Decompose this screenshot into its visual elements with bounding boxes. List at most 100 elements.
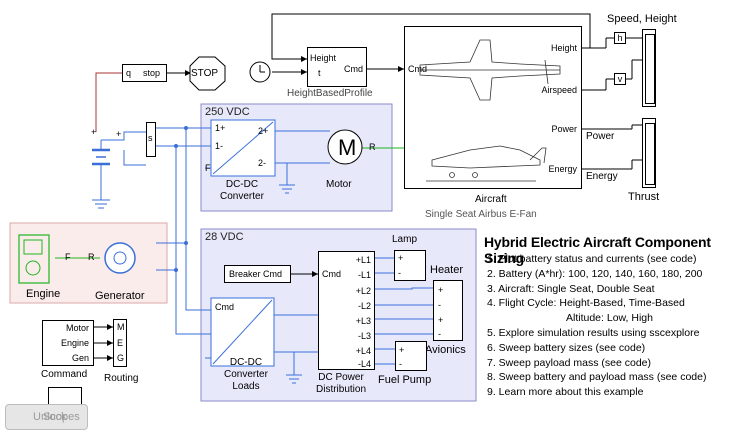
switch-block[interactable]: s — [146, 122, 156, 157]
dist-port-l4m: -L4 — [357, 359, 371, 369]
heater-name: Heater — [430, 264, 464, 276]
breaker-cmd-block[interactable]: Breaker Cmd — [224, 265, 291, 283]
goto-tag-v[interactable]: v — [614, 73, 626, 85]
description-list: 1. Plot battery status and currents (see… — [487, 252, 706, 400]
command-name: Command — [41, 369, 88, 380]
tag-h-label: h — [617, 33, 623, 43]
height-based-profile-block[interactable]: Height t Cmd — [307, 47, 367, 87]
dcdc250-port-1m: 1- — [215, 141, 224, 151]
panel-28-title: 28 VDC — [205, 231, 244, 243]
dist-port-l1p: +L1 — [355, 255, 371, 265]
engine-icon[interactable] — [18, 234, 50, 284]
heater-avionics-block[interactable]: + - + - — [433, 280, 463, 341]
port-height: Height — [310, 53, 337, 63]
goto-tag-h[interactable]: h — [614, 32, 626, 44]
arrow — [301, 56, 307, 62]
fuel-pump-block[interactable]: + - — [395, 341, 427, 371]
panel-250-title: 250 VDC — [205, 106, 250, 118]
aircraft-subtitle: Single Seat Airbus E-Fan — [425, 209, 537, 220]
aircraft-out-airspeed: Airspeed — [541, 85, 577, 95]
aircraft-out-height: Height — [550, 43, 577, 53]
command-block[interactable]: Motor Engine Gen — [42, 320, 94, 366]
thrust-scope[interactable] — [642, 118, 656, 188]
aircraft-block[interactable]: Cmd Height Airspeed Power Energy — [404, 26, 582, 189]
arrow — [398, 66, 404, 72]
desc-item-6[interactable]: 6. Sweep battery sizes (see code) — [487, 341, 646, 354]
port-t: t — [318, 68, 321, 78]
stop-compare-block[interactable]: q stop — [122, 64, 167, 82]
dist-port-l2m: -L2 — [357, 301, 371, 311]
scopes-label: Scopes — [43, 411, 80, 423]
height-feedback-wire — [271, 13, 591, 60]
dcdc250-port-f: F — [205, 163, 211, 173]
dist-port-l3p: +L3 — [355, 316, 371, 326]
fuel-pump-name: Fuel Pump — [378, 374, 432, 386]
battery-plus-port: + — [116, 129, 122, 139]
aircraft-out-energy: Energy — [548, 164, 577, 174]
desc-item-4b[interactable]: Altitude: Low, High — [566, 312, 653, 325]
aircraft-out-power: Power — [551, 124, 577, 134]
motor-icon[interactable] — [327, 129, 363, 165]
dist-port-l2p: +L2 — [355, 286, 371, 296]
speed-height-scope[interactable] — [642, 29, 656, 107]
arrow — [185, 70, 191, 76]
desc-item-8[interactable]: 8. Sweep battery and payload mass (see c… — [487, 371, 707, 384]
command-engine: Engine — [60, 338, 89, 348]
description-title: Hybrid Electric Aircraft Component Sizin… — [484, 234, 711, 266]
elec-wire — [101, 131, 146, 141]
unlock-button-label: Unlock — [33, 411, 67, 423]
desc-item-9[interactable]: 9. Learn more about this example — [487, 386, 644, 399]
lamp-name: Lamp — [392, 234, 418, 245]
motor-port-r: R — [369, 142, 376, 152]
panel-engine[interactable] — [9, 222, 168, 304]
stop-port-stop: stop — [143, 68, 161, 78]
routing-block[interactable]: M E G — [113, 319, 127, 367]
desc-item-2[interactable]: 2. Battery (A*hr): 100, 120, 140, 160, 1… — [487, 267, 703, 280]
dcdc250-name: DC-DC Converter — [220, 179, 264, 202]
scopes-block[interactable] — [48, 387, 82, 405]
battery-plus: + — [91, 127, 97, 137]
speed-height-scope-name: Speed, Height — [607, 13, 677, 25]
svg-text:M: M — [338, 135, 356, 160]
command-gen: Gen — [71, 353, 89, 363]
motor-name: Motor — [326, 179, 352, 190]
desc-item-4[interactable]: 4. Flight Cycle: Height-Based, Time-Base… — [487, 297, 685, 310]
dcdc28-name: DC-DC Converter Loads — [224, 357, 268, 392]
routing-g: G — [117, 353, 125, 363]
breaker-cmd-label: Breaker Cmd — [229, 269, 283, 279]
dcdc-250-icon — [210, 119, 276, 177]
lamp-block[interactable]: + - — [394, 250, 426, 281]
dist-cmd-port: Cmd — [322, 269, 342, 279]
dcdc250-port-1p: 1+ — [215, 123, 226, 133]
dist-port-l3m: -L3 — [357, 331, 371, 341]
unlock-button[interactable]: Unlock Scopes — [5, 404, 88, 430]
generator-port-r: R — [88, 252, 95, 262]
desc-item-1[interactable]: 1. Plot battery status and currents (see… — [487, 253, 697, 265]
desc-item-5[interactable]: 5. Explore simulation results using ssce… — [487, 326, 700, 339]
dcdc-28-icon — [210, 297, 275, 367]
dcdc250-port-2p: 2+ — [258, 126, 269, 136]
aircraft-side-view-icon — [426, 145, 547, 182]
routing-name: Routing — [104, 373, 139, 384]
engine-name: Engine — [26, 288, 61, 300]
stop-port-q: q — [126, 68, 132, 78]
stop-block[interactable] — [189, 56, 226, 91]
generator-icon[interactable] — [104, 242, 136, 274]
arrow — [301, 69, 307, 75]
dcdc28-port-1p: Cmd — [215, 302, 235, 312]
desc-item-7[interactable]: 7. Sweep payload mass (see code) — [487, 356, 652, 369]
thrust-sig-power: Power — [586, 131, 615, 142]
tag-v-label: v — [617, 74, 623, 84]
port-cmd: Cmd — [344, 64, 364, 74]
thrust-scope-name: Thrust — [628, 191, 660, 203]
dc-power-distribution-block[interactable]: Cmd +L1 -L1 +L2 -L2 +L3 -L3 +L4 -L4 — [318, 251, 375, 370]
desc-item-3[interactable]: 3. Aircraft: Single Seat, Double Seat — [487, 282, 655, 295]
stop-label: STOP — [191, 68, 219, 79]
dist-name: DC Power Distribution — [316, 372, 367, 395]
thrust-sig-energy: Energy — [586, 171, 618, 182]
aircraft-in-cmd: Cmd — [408, 64, 428, 74]
command-motor: Motor — [65, 323, 89, 333]
stop-signal-wire — [95, 72, 122, 132]
generator-name: Generator — [95, 290, 145, 302]
avionics-name: Avionics — [425, 344, 466, 356]
